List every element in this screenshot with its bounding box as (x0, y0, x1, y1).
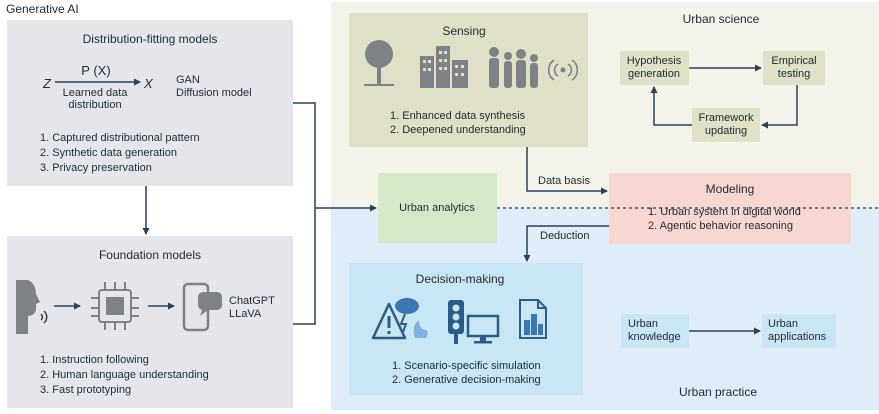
deduction-label: Deduction (540, 230, 590, 242)
arrow-framework-to-hypothesis (650, 86, 692, 126)
dist-item-3: 3. Privacy preservation (40, 162, 152, 174)
hazard-icon (371, 298, 428, 340)
framework-box (692, 108, 760, 142)
urban-knowledge-label-2: knowledge (628, 331, 681, 343)
arrow-empirical-to-framework (761, 85, 798, 129)
sensing-item-2: 2. Deepened understanding (390, 124, 526, 136)
signal-icon (548, 59, 578, 81)
traffic-light-icon (448, 300, 500, 344)
found-item-2: 2. Human language understanding (40, 369, 209, 381)
decision-title: Decision-making (415, 272, 505, 286)
empirical-box (763, 51, 825, 85)
buildings-icon (420, 46, 468, 88)
learned-data-label: Learned data (62, 87, 128, 99)
urban-analytics-label: Urban analytics (399, 202, 475, 214)
llava-label: LLaVA (229, 308, 262, 320)
found-item-1: 1. Instruction following (40, 354, 149, 366)
framework-label-2: updating (704, 125, 748, 137)
phone-chat-icon (182, 282, 222, 332)
human-voice-icon (16, 280, 48, 334)
tree-icon (364, 40, 394, 86)
formula-z: Z (43, 76, 51, 91)
modeling-title: Modeling (705, 182, 755, 196)
urban-applications-label-2: applications (768, 331, 827, 343)
arrow-deduction (523, 225, 609, 262)
urban-applications-label-1: Urban (768, 318, 798, 330)
urban-knowledge-box (621, 314, 689, 348)
decision-box (349, 263, 583, 395)
people-icon (489, 47, 538, 88)
urban-practice-title: Urban practice (678, 385, 758, 399)
empirical-label-2: testing (777, 68, 811, 80)
decision-item-1: 1. Scenario-specific simulation (392, 360, 541, 372)
sensing-item-1: 1. Enhanced data synthesis (390, 110, 526, 122)
sensing-title: Sensing (442, 24, 486, 38)
dist-item-2: 2. Synthetic data generation (40, 147, 177, 159)
urban-knowledge-label-1: Urban (628, 318, 658, 330)
modeling-item-1: 1. Urban system in digital world (648, 206, 801, 218)
foundation-panel (7, 236, 293, 408)
chip-icon (91, 282, 139, 330)
learned-distribution-label: distribution (68, 99, 122, 111)
hypothesis-label-1: Hypothesis (626, 55, 682, 67)
framework-label-1: Framework (698, 112, 754, 124)
distribution-title: Distribution-fitting models (82, 32, 218, 46)
generative-ai-title: Generative AI (6, 2, 79, 16)
hypothesis-label-2: generation (628, 68, 680, 80)
modeling-item-2: 2. Agentic behavior reasoning (648, 220, 793, 232)
chatgpt-label: ChatGPT (229, 295, 275, 307)
data-basis-label: Data basis (538, 175, 590, 187)
arrow-data-basis (526, 147, 608, 195)
document-city-icon (519, 299, 547, 339)
sensing-box (349, 13, 588, 147)
formula-px: P (X) (81, 63, 111, 78)
urban-applications-box (762, 314, 836, 348)
empirical-label-1: Empirical (771, 55, 817, 67)
urban-analytics-box (378, 173, 497, 243)
arrow-genai-to-analytics (293, 102, 316, 325)
distribution-panel (7, 20, 293, 186)
formula-x: X (144, 76, 153, 91)
diffusion-label: Diffusion model (176, 87, 252, 99)
hypothesis-box (620, 51, 689, 85)
urban-science-title: Urban science (682, 12, 760, 26)
foundation-title: Foundation models (98, 248, 202, 262)
gan-label: GAN (176, 74, 200, 86)
dist-item-1: 1. Captured distributional pattern (40, 132, 200, 144)
decision-item-2: 2. Generative decision-making (392, 374, 541, 386)
found-item-3: 3. Fast prototyping (40, 384, 132, 396)
